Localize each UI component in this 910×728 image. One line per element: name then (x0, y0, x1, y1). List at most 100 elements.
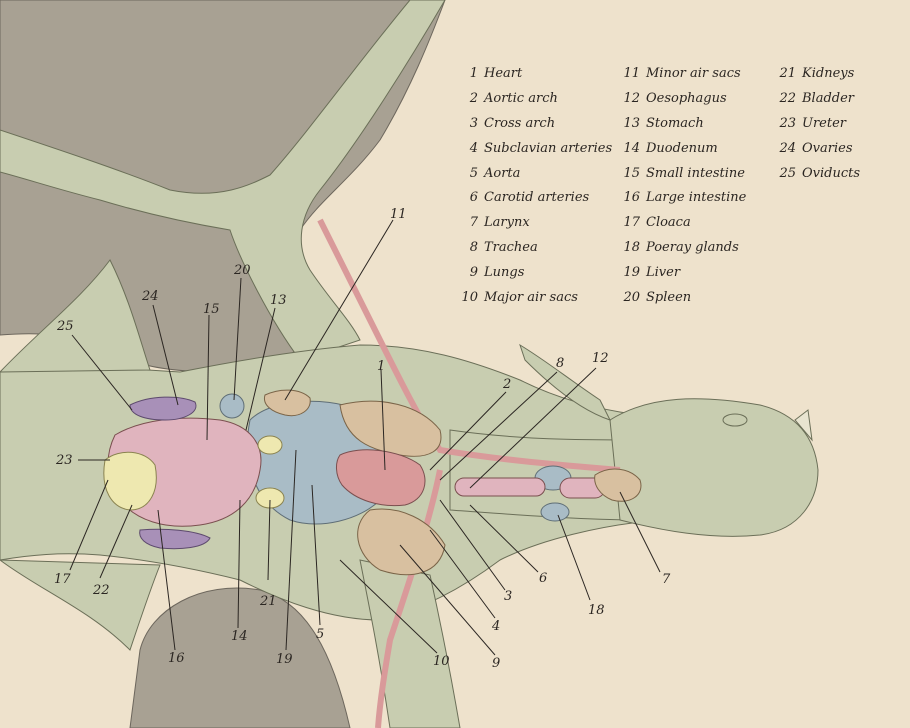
callout-9: 9 (492, 656, 500, 671)
legend-label: Larynx (484, 215, 530, 231)
callout-13: 13 (270, 293, 287, 308)
legend-number: 11 (623, 66, 640, 81)
legend-number: 13 (623, 115, 640, 131)
legend-label: Oesophagus (646, 90, 727, 106)
legend-item: 24 Ovaries (774, 137, 860, 162)
poeray-gland-lower (540, 502, 570, 522)
legend-item: 25 Oviducts (774, 162, 860, 187)
legend-number: 15 (623, 165, 640, 181)
legend-label: Large intestine (646, 190, 747, 206)
legend-number: 2 (469, 90, 478, 106)
legend-label: Aortic arch (484, 90, 558, 106)
legend-number: 20 (623, 290, 640, 306)
legend-number: 24 (779, 140, 796, 156)
legend-number: 5 (469, 165, 478, 181)
legend-number: 25 (779, 165, 796, 181)
heart-shape (336, 449, 426, 507)
horn (794, 409, 813, 442)
legend-label: Subclavian arteries (484, 140, 613, 156)
callout-18: 18 (588, 603, 605, 618)
legend-item: 2 Aortic arch (458, 87, 612, 112)
legend-number: 14 (623, 140, 640, 156)
larynx-shape (594, 468, 642, 502)
callout-2: 2 (502, 377, 511, 392)
eye (722, 413, 748, 427)
callout-20: 20 (233, 263, 251, 278)
legend-item: 17 Cloaca (618, 211, 746, 236)
legend-item: 5 Aorta (458, 162, 612, 187)
legend-item: 4 Subclavian arteries (458, 137, 612, 162)
legend-item: 10 Major air sacs (458, 286, 612, 311)
kidney-shape-upper (257, 435, 283, 455)
callout-21: 21 (259, 594, 277, 609)
callout-15: 15 (203, 302, 220, 317)
legend-number: 9 (469, 265, 478, 281)
legend-label: Ovaries (802, 140, 853, 156)
callout-6: 6 (539, 571, 547, 586)
legend-label: Kidneys (802, 66, 855, 81)
callout-17: 17 (54, 572, 71, 587)
legend-label: Oviducts (802, 165, 861, 181)
callout-5: 5 (316, 627, 324, 642)
legend-label: Poeray glands (646, 240, 739, 256)
head (609, 398, 819, 537)
aorta-lower-path (375, 469, 443, 728)
legend-number: 4 (469, 140, 478, 156)
lung-upper (339, 400, 442, 457)
legend-label: Duodenum (646, 140, 718, 156)
legend-number: 3 (469, 115, 478, 131)
callout-4: 4 (491, 619, 500, 634)
legend-label: Major air sacs (484, 290, 578, 306)
callout-19: 19 (276, 652, 293, 667)
hind-leg-lower (0, 559, 161, 651)
legend-number: 21 (779, 66, 796, 81)
callout-leaders (69, 219, 661, 656)
legend-label: Cloaca (646, 215, 691, 231)
callout-23: 23 (55, 453, 73, 468)
legend-item: 13 Stomach (618, 112, 746, 137)
legend-label: Stomach (646, 115, 704, 131)
callout-10: 10 (433, 654, 450, 669)
legend-number: 12 (623, 90, 640, 106)
legend-number: 7 (469, 215, 478, 231)
callout-3: 3 (504, 589, 512, 604)
trachea-shape (454, 477, 546, 497)
liver-shape (263, 389, 311, 417)
legend-number: 8 (469, 240, 478, 256)
legend-number: 17 (623, 215, 640, 231)
callout-14: 14 (231, 629, 248, 644)
legend-number: 1 (469, 66, 478, 81)
legend-number: 6 (469, 190, 478, 206)
legend-label: Trachea (484, 240, 538, 256)
legend-number: 23 (779, 115, 796, 131)
legend-item: 21 Kidneys (774, 62, 860, 87)
legend-label: Aorta (484, 165, 521, 181)
legend-number: 22 (779, 90, 796, 106)
legend-label: Cross arch (484, 115, 556, 131)
callout-22: 22 (92, 583, 110, 598)
ovary-lower (139, 528, 211, 550)
legend-number: 10 (461, 290, 478, 306)
wing-arm (0, 0, 446, 361)
legend-label: Bladder (802, 90, 855, 106)
air-sac-minor (219, 393, 245, 419)
legend-item: 3 Cross arch (458, 112, 612, 137)
ovary-upper (129, 396, 197, 421)
legend-item: 22 Bladder (774, 87, 860, 112)
legend-item: 12 Oesophagus (618, 87, 746, 112)
callout-7: 7 (662, 572, 671, 587)
